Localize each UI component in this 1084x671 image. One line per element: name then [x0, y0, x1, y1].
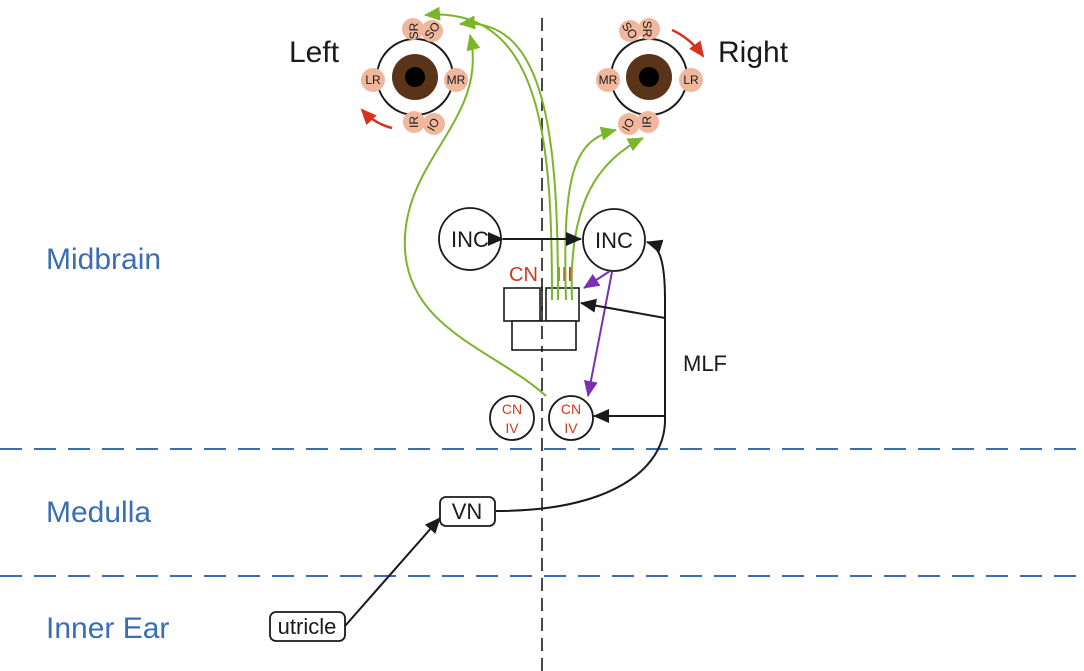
cn4-right-label-iv: IV — [564, 420, 578, 436]
left-muscle-sr-label: SR — [407, 22, 421, 39]
vn-node: VN — [439, 496, 496, 527]
inc-left: INC — [438, 207, 502, 271]
right-muscle-ir — [637, 111, 659, 133]
path-vn-to-inc — [495, 239, 666, 512]
cn3-label-iii: III — [556, 264, 573, 286]
left-eye-label: Left — [289, 36, 340, 69]
cn4-left-label-cn: CN — [502, 401, 522, 417]
path-cn4-to-left-so — [403, 34, 547, 397]
path-utricle-to-vn — [344, 517, 441, 627]
inc-right-label: INC — [595, 228, 633, 253]
path-inc-to-cn3 — [583, 270, 611, 289]
cn4-left-label-iv: IV — [505, 420, 519, 436]
right-muscle-lr-label: LR — [683, 73, 699, 87]
left-muscle-lr — [361, 68, 385, 92]
cn4-right: CN IV — [548, 395, 594, 441]
left-muscle-sr — [402, 18, 424, 40]
mlf-pathway — [495, 239, 666, 512]
right-rotation-arrow — [671, 28, 705, 58]
vn-label: VN — [452, 499, 483, 524]
right-eye: SO SR MR LR IO IR — [596, 18, 705, 135]
mlf-label: MLF — [683, 351, 727, 376]
right-pupil — [639, 67, 659, 87]
left-muscle-lr-label: LR — [365, 73, 381, 87]
right-muscle-mr-label: MR — [599, 73, 618, 87]
cn4-right-label-cn: CN — [561, 401, 581, 417]
inc-right-circle — [582, 208, 646, 272]
inc-right: INC — [582, 208, 646, 272]
region-label-midbrain: Midbrain — [46, 243, 161, 276]
right-muscle-ir-label: IR — [640, 116, 654, 128]
right-muscle-lr — [679, 68, 703, 92]
cn4-left-circle — [489, 395, 535, 441]
vn-box — [439, 496, 496, 527]
right-muscle-io — [618, 113, 640, 135]
left-eye: SR SO LR MR IR IO — [360, 18, 468, 135]
utricle-label: utricle — [278, 614, 337, 639]
cn3-nucleus — [503, 286, 580, 352]
right-muscle-sr-label: SR — [640, 21, 654, 38]
right-muscle-mr — [596, 68, 620, 92]
left-muscle-io — [423, 113, 445, 135]
cn3-box-right — [545, 287, 580, 322]
cn3-box-bottom — [511, 320, 577, 351]
left-muscle-io-label: IO — [424, 116, 442, 134]
cn4-left: CN IV — [489, 395, 535, 441]
path-cn3-to-right-io — [564, 126, 617, 301]
right-muscle-io-label: IO — [619, 116, 637, 134]
right-muscle-so — [619, 20, 641, 42]
utricle-node: utricle — [269, 611, 346, 642]
purple-pathways — [583, 270, 613, 397]
left-muscle-ir — [403, 111, 425, 133]
left-muscle-ir-label: IR — [407, 116, 421, 128]
region-label-inner-ear: Inner Ear — [46, 612, 169, 645]
left-pupil — [405, 67, 425, 87]
left-muscle-mr — [444, 68, 468, 92]
region-label-medulla: Medulla — [46, 496, 151, 529]
cn3-box-left — [503, 287, 541, 322]
path-cn3-to-right-ir — [570, 137, 644, 301]
path-mlf-to-cn3 — [580, 298, 666, 319]
left-rotation-arrow — [360, 108, 393, 130]
inc-left-label: INC — [451, 227, 489, 252]
right-muscle-sr — [638, 18, 660, 40]
left-muscle-so — [421, 20, 443, 42]
cn3-label-cn: CN — [509, 264, 538, 286]
path-inc-to-cn4 — [583, 271, 613, 397]
utricle-box — [269, 611, 346, 642]
right-eye-label: Right — [718, 36, 789, 69]
left-muscle-mr-label: MR — [447, 73, 466, 87]
